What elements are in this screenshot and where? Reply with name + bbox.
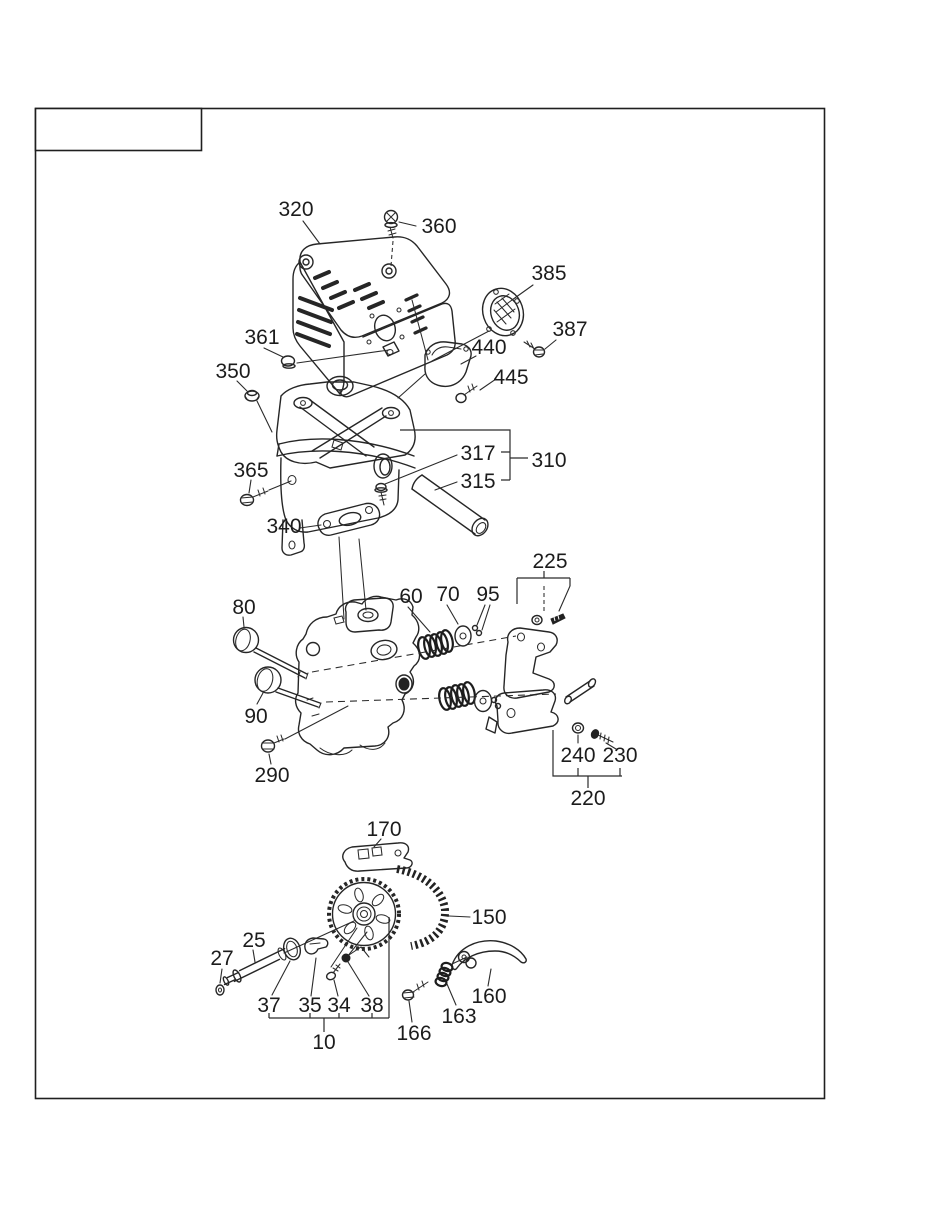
- callout-220: 220: [570, 787, 605, 810]
- callout-166: 166: [396, 1022, 431, 1045]
- callout-230: 230: [602, 744, 637, 767]
- tensioner-bolt-166: [401, 980, 429, 1023]
- exhaust-pipe-315: [411, 474, 489, 537]
- callout-95: 95: [476, 583, 499, 606]
- cover-screw-361: [263, 347, 390, 369]
- cam-sprocket: [327, 877, 401, 968]
- decomp-weight-35: [304, 937, 329, 997]
- callout-240: 240: [560, 744, 595, 767]
- decomp-pin-38: [341, 946, 370, 997]
- callout-labels: 320 360 385 387 361 350 440 445 317 310 …: [210, 198, 637, 1054]
- washer-27: [215, 968, 225, 996]
- spring-retainer-70-lower: [473, 689, 493, 713]
- callout-310: 310: [531, 449, 566, 472]
- callout-163: 163: [441, 1005, 476, 1028]
- timing-chain-150: [396, 865, 471, 950]
- callout-160: 160: [471, 985, 506, 1008]
- decomp-screw-34: [325, 963, 341, 997]
- leader-60: [407, 606, 431, 633]
- callout-385: 385: [531, 262, 566, 285]
- valve-axis-lower: [325, 693, 557, 703]
- tensioner-spring-163: [434, 956, 468, 1006]
- callout-10: 10: [312, 1031, 335, 1054]
- rocker-screw-230: [590, 729, 617, 750]
- rocker-arm-lower: [485, 689, 559, 735]
- rocker-pin: [563, 678, 597, 705]
- callout-445: 445: [493, 366, 528, 389]
- muffler-body-drawing: [275, 375, 416, 620]
- leader-95: [476, 604, 491, 631]
- callout-361: 361: [244, 326, 279, 349]
- muffler-cover-drawing: [292, 236, 456, 398]
- callout-317: 317: [460, 442, 495, 465]
- leader-70: [446, 604, 459, 625]
- flange-nut-350: [236, 380, 273, 433]
- callout-225: 225: [532, 550, 567, 573]
- exhaust-gasket-340: [299, 502, 381, 536]
- valve-80: [232, 616, 309, 680]
- rocker-nut-240: [571, 722, 585, 744]
- diagram-border: [34, 107, 826, 1100]
- spring-retainer-70-upper: [454, 625, 472, 647]
- callout-440: 440: [471, 336, 506, 359]
- callout-34: 34: [327, 994, 351, 1017]
- callout-25: 25: [242, 929, 265, 952]
- screw-axis-dashed-line: [390, 240, 394, 267]
- callout-340: 340: [266, 515, 301, 538]
- o-ring-37: [271, 937, 302, 996]
- callout-80: 80: [232, 596, 255, 619]
- spark-arrester-screen-385: [431, 284, 534, 362]
- callout-27: 27: [210, 947, 233, 970]
- callout-170: 170: [366, 818, 401, 841]
- tensioner-arm-160: [451, 940, 527, 987]
- callout-387: 387: [552, 318, 587, 341]
- bracket-225-group: [516, 571, 571, 626]
- callout-315: 315: [460, 470, 495, 493]
- bracket-screw-445: [455, 378, 497, 404]
- callout-290: 290: [254, 764, 289, 787]
- cylinder-head-drawing: [294, 595, 421, 756]
- callout-360: 360: [421, 215, 456, 238]
- title-box: [34, 107, 203, 152]
- callout-150: 150: [471, 906, 506, 929]
- callout-60: 60: [399, 585, 422, 608]
- bracket-nut: [531, 614, 543, 626]
- body-bolt-365: [239, 479, 292, 507]
- valve-axis-upper: [311, 635, 517, 673]
- valve-spring-60-lower: [438, 681, 476, 711]
- callout-90: 90: [244, 705, 267, 728]
- callout-38: 38: [360, 994, 383, 1017]
- valve-90: [254, 666, 322, 709]
- valve-keepers-95: [471, 624, 502, 710]
- camshaft-25: [222, 920, 355, 986]
- frame: [34, 107, 826, 1100]
- head-bolt-290: [260, 705, 349, 765]
- bracket-220-lines: [552, 730, 622, 788]
- bracket-10-lines: [268, 917, 390, 1032]
- callout-37: 37: [257, 994, 280, 1017]
- tappet-guide-170: [342, 838, 413, 872]
- callout-365: 365: [233, 459, 268, 482]
- callout-350: 350: [215, 360, 250, 383]
- bracket-310-lines: [400, 429, 528, 481]
- valve-spring-60-upper: [417, 629, 454, 660]
- leader-320: [302, 220, 321, 245]
- body-screw-317: [374, 454, 458, 506]
- screen-bolt-387: [523, 339, 557, 358]
- callout-70: 70: [436, 583, 459, 606]
- callout-320: 320: [278, 198, 313, 221]
- callout-35: 35: [298, 994, 321, 1017]
- bracket-stud: [550, 613, 566, 625]
- rocker-bracket-upper: [503, 627, 558, 699]
- outlet-bracket-440: [397, 299, 477, 399]
- cover-screw-360: [383, 209, 417, 267]
